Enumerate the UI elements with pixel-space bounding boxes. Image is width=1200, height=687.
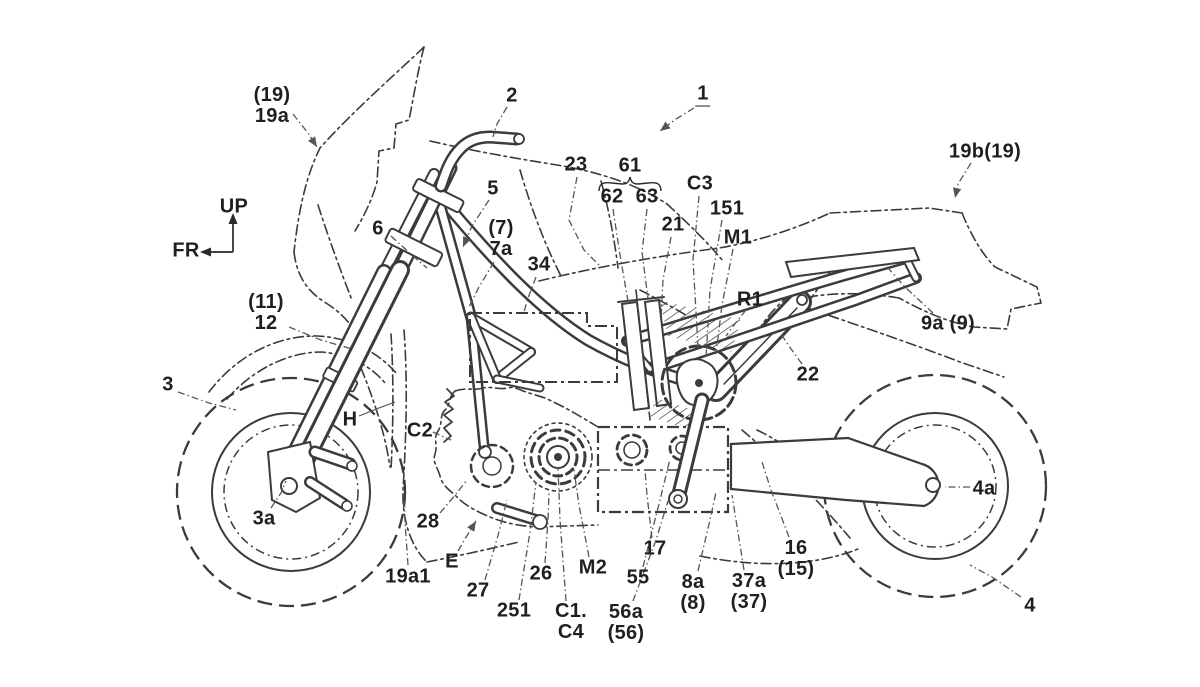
front-tire [175, 376, 407, 608]
hatch-upper [659, 300, 741, 352]
bar-end [513, 133, 525, 145]
ref-251-leader [518, 481, 537, 601]
front-fairing-edge [293, 251, 356, 334]
ref-34-leader [523, 276, 537, 313]
ref-19b-19-arrowhead [952, 187, 962, 198]
ref-16-15-leader [761, 461, 790, 538]
ref-27-leader [484, 499, 508, 581]
ref-19a1-leader [403, 493, 409, 566]
tail-rear-edge [898, 212, 1042, 330]
shoulder-curve [666, 203, 724, 262]
muffler-line-2 [699, 548, 859, 565]
rear-carrier-bar [784, 246, 921, 279]
ref-37a-37-leader [731, 494, 745, 571]
mid-body-curve-2 [600, 180, 619, 269]
front-rim-inner [223, 424, 359, 560]
cylinder-head-cap [617, 296, 665, 303]
crankshaft [523, 422, 593, 492]
transmission-outline [596, 425, 730, 514]
drive-sprocket [469, 443, 515, 489]
ref-5-arrowhead [463, 236, 471, 247]
windscreen-rear-edge [354, 46, 425, 232]
mid-body-curve-1 [519, 169, 562, 277]
storage-box-34 [469, 312, 618, 383]
handlebar [434, 130, 525, 193]
case-break-zigzag [443, 388, 455, 443]
fairing-inner-line [317, 204, 353, 301]
clutch [660, 344, 738, 422]
brace-61 [598, 176, 662, 192]
hatch-lower [650, 398, 700, 431]
ref-3a-leader [270, 480, 287, 509]
ref-3-leader [177, 391, 237, 411]
ref-26-leader [544, 492, 550, 564]
ref-55-leader [642, 458, 671, 568]
tail-top-edge [829, 207, 963, 214]
rear-tire [822, 373, 1048, 599]
ref-C3-leader [692, 195, 700, 348]
clutch-outer-ring [660, 344, 738, 422]
shock-top-mount [796, 294, 808, 306]
ref-28-leader [439, 479, 468, 514]
ref-17-leader [644, 469, 653, 539]
ref-E-arrowhead [467, 521, 476, 532]
ref-C1-C4-leader [557, 466, 567, 602]
ref-7-7a-leader [468, 261, 495, 308]
axle-bracket [266, 440, 322, 514]
ref-2-leader [492, 106, 508, 138]
ref-8a-8-leader [697, 491, 717, 572]
ref-4-leader [969, 564, 1022, 598]
ref-19-19a-arrowhead [308, 136, 317, 147]
linkage-arm [668, 392, 710, 509]
transmission-box [596, 425, 730, 514]
ref-M2-leader [573, 469, 590, 558]
body-side-edge-2 [390, 333, 394, 471]
ref-6-leader [390, 235, 428, 269]
body-side-edge [402, 329, 428, 563]
ref-21-leader [660, 236, 672, 320]
engine-case-top [454, 386, 599, 428]
ref-56a-56-leader [632, 500, 669, 602]
front-wheel [175, 376, 407, 608]
ref-C2-leader [432, 431, 452, 441]
front-fender-outer [208, 335, 398, 393]
windscreen-front-edge [293, 46, 425, 253]
rear-axle [925, 477, 941, 493]
front-fender-inner [226, 351, 386, 400]
pedal-bracket [491, 502, 548, 530]
seat-line [538, 212, 831, 282]
front-rim [211, 412, 371, 572]
swingarm [729, 436, 941, 508]
upper-body-line [429, 140, 668, 205]
clutch-center-dot [695, 379, 703, 387]
ref-11-12-leader [288, 326, 353, 350]
engine [433, 289, 741, 530]
gear-shaft-1 [615, 433, 649, 467]
swingarm-body [729, 436, 940, 508]
ref-22-leader [780, 333, 803, 365]
engine-case-outline [433, 390, 599, 528]
triple-clamp-bottom [384, 227, 444, 268]
ref-62-leader [612, 208, 629, 302]
ref-63-leader [641, 208, 649, 300]
cylinder-centerline [635, 289, 651, 421]
ref-23-leader [568, 176, 601, 267]
ref-H-leader [358, 401, 396, 417]
brake-caliper [304, 445, 358, 512]
ref-R1-leader [725, 309, 747, 337]
fr-arrowhead [200, 247, 211, 257]
up-arrowhead [228, 213, 238, 224]
ref-M1-leader [715, 248, 734, 355]
leader-lines [177, 106, 1022, 602]
orientation-marker [200, 213, 238, 257]
ref-1-arrowhead [660, 121, 671, 131]
crank-center-dot [554, 453, 562, 461]
belly-line [426, 541, 520, 563]
